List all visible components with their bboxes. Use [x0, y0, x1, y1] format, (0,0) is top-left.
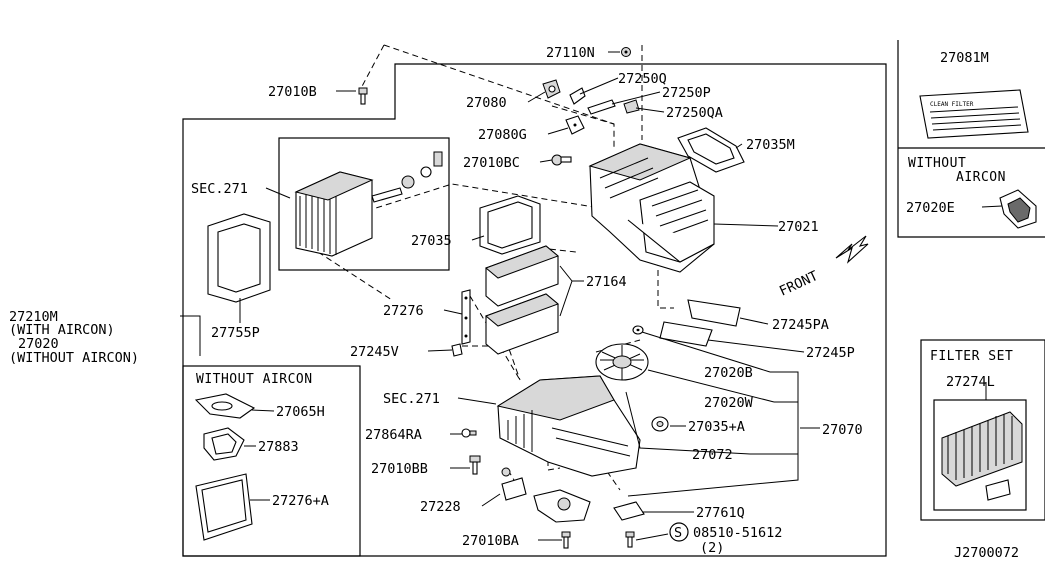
- part-label-27250QA: 27250QA: [666, 105, 723, 121]
- filter-27164-upper: [485, 245, 559, 307]
- part-label-27080: 27080: [466, 95, 507, 111]
- without-aircon-box: [182, 365, 361, 557]
- without-aircon-right-line1: WITHOUT: [908, 156, 966, 171]
- washer-27020B: [632, 325, 644, 335]
- part-label-27164: 27164: [586, 274, 627, 290]
- part-label-27035: 27035: [411, 233, 452, 249]
- seal-27020E: [999, 189, 1037, 229]
- part-label-27010BC: 27010BC: [463, 155, 520, 171]
- bolt-27010BB: [469, 455, 481, 475]
- part-label-sec271-bottom: SEC.271: [383, 391, 440, 407]
- part-label-27035M: 27035M: [746, 137, 795, 153]
- motor-bracket: [533, 489, 591, 523]
- part-label-27276: 27276: [383, 303, 424, 319]
- rod-27250P: [587, 99, 616, 115]
- screw-27010BC: [551, 154, 572, 166]
- screw-27010BA: [561, 531, 571, 549]
- plate-27245P: [659, 321, 713, 347]
- part-label-27010BA: 27010BA: [462, 533, 519, 549]
- seal-27065H: [194, 393, 256, 419]
- screw-symbol: [669, 522, 689, 542]
- evaporator-core: [294, 151, 443, 257]
- seal-27755P: [207, 213, 271, 303]
- filter-27276A: [195, 473, 253, 541]
- label-27081M-text: CLEAN FILTER: [930, 101, 974, 108]
- filter-27164-lower: [485, 293, 559, 355]
- clip-27245V: [451, 343, 463, 357]
- filter-cover-27276: [461, 289, 471, 345]
- front-arrow: [835, 235, 869, 264]
- part-label-27010BB: 27010BB: [371, 461, 428, 477]
- part-label-27080G: 27080G: [478, 127, 527, 143]
- actuator-27080: [542, 79, 561, 99]
- heater-unit-27021: [588, 143, 715, 273]
- main-note-without-aircon: (WITHOUT AIRCON): [9, 350, 139, 366]
- part-label-27020B: 27020B: [704, 365, 753, 381]
- part-label-27276A: 27276+A: [272, 493, 329, 509]
- resistor-27035A: [651, 416, 669, 432]
- part-label-27245V: 27245V: [350, 344, 399, 360]
- bolt-27010B: [358, 87, 368, 105]
- seal-27035: [479, 195, 541, 255]
- filter-set-27274L: [933, 399, 1027, 511]
- clip-27250QA: [623, 99, 640, 114]
- main-note-with-aircon: (WITH AIRCON): [9, 322, 115, 338]
- part-label-27010B: 27010B: [268, 84, 317, 100]
- intake-case-27070: [496, 375, 641, 477]
- part-label-27761Q: 27761Q: [696, 505, 745, 521]
- screw-symbol-letter: S: [674, 525, 682, 541]
- part-label-27864RA: 27864RA: [365, 427, 422, 443]
- sensor-27228: [501, 467, 527, 501]
- lever-27080G: [565, 115, 585, 135]
- top-right-box: [897, 40, 1045, 238]
- part-label-27035A: 27035+A: [688, 419, 745, 435]
- part-label-27250P: 27250P: [662, 85, 711, 101]
- lever-27761Q: [613, 501, 645, 521]
- part-label-27081M: 27081M: [940, 50, 989, 66]
- part-label-27020W: 27020W: [704, 395, 754, 411]
- bolt-27110N: [621, 47, 631, 57]
- blower-fan-27020W: [595, 343, 649, 381]
- part-label-27274L: 27274L: [946, 374, 995, 390]
- diagram-id: J2700072: [954, 545, 1019, 561]
- part-label-27072: 27072: [692, 447, 733, 463]
- part-label-27070: 27070: [822, 422, 863, 438]
- part-label-27065H: 27065H: [276, 404, 325, 420]
- part-label-08510-qty: (2): [700, 540, 724, 556]
- clip-27864RA: [461, 428, 477, 438]
- part-label-27245P: 27245P: [806, 345, 855, 361]
- main-part-27210M: 27210M: [9, 309, 58, 325]
- part-label-sec271-top: SEC.271: [191, 181, 248, 197]
- part-label-27883: 27883: [258, 439, 299, 455]
- part-label-27245PA: 27245PA: [772, 317, 829, 333]
- without-aircon-right-line2: AIRCON: [956, 170, 1006, 185]
- plate-27245PA: [687, 299, 741, 327]
- part-label-27021: 27021: [778, 219, 819, 235]
- part-label-27228: 27228: [420, 499, 461, 515]
- part-label-27250Q: 27250Q: [618, 71, 667, 87]
- seal-27035M: [677, 127, 745, 173]
- screw-08510: [625, 531, 635, 548]
- part-label-27110N: 27110N: [546, 45, 595, 61]
- without-aircon-title: WITHOUT AIRCON: [196, 372, 313, 387]
- label-27081M: CLEAN FILTER: [919, 89, 1029, 139]
- evaporator-subframe: [278, 137, 450, 271]
- filter-set-title: FILTER SET: [930, 349, 1013, 364]
- seal-27883: [203, 427, 245, 461]
- main-part-27020: 27020: [18, 336, 59, 352]
- front-label: FRONT: [777, 268, 821, 300]
- link-27250Q: [569, 87, 586, 105]
- part-label-08510-51612: 08510-51612: [693, 525, 782, 541]
- part-label-27020E: 27020E: [906, 200, 955, 216]
- leader-lines: [180, 51, 1003, 541]
- filter-set-box: [920, 339, 1045, 521]
- part-label-27755P: 27755P: [211, 325, 260, 341]
